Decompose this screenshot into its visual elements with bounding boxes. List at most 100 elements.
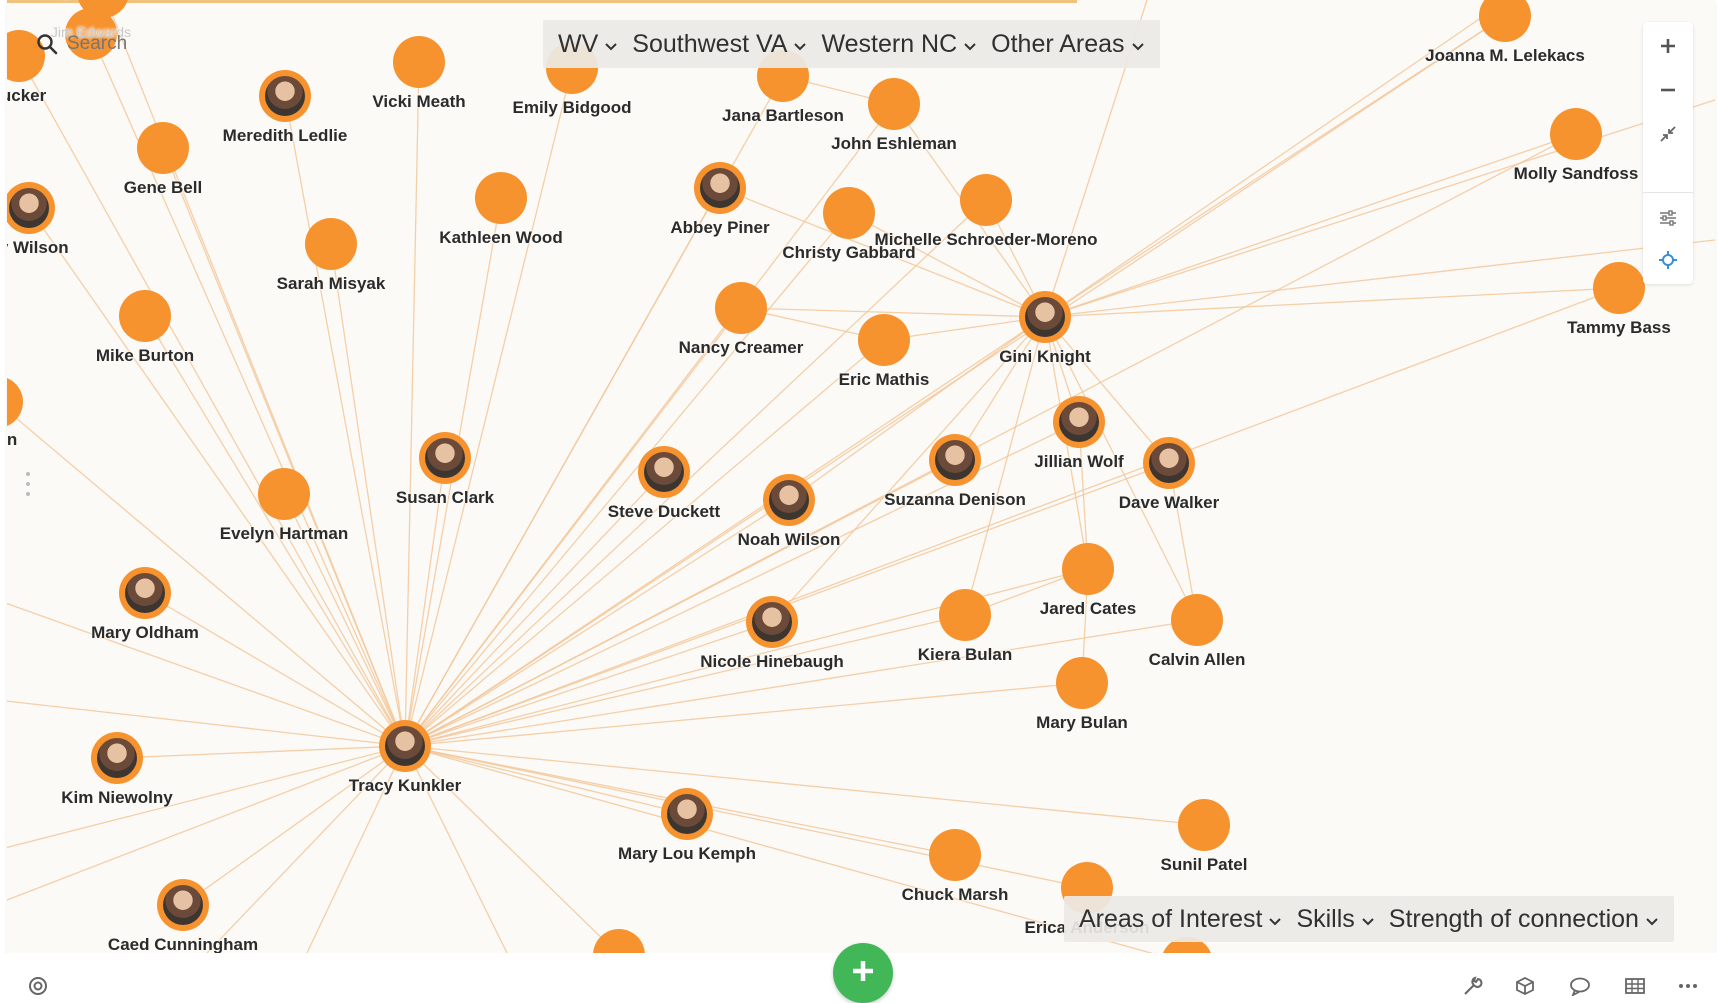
avatar[interactable] <box>259 70 311 122</box>
chevron-down-icon <box>598 30 618 59</box>
connection-line <box>7 745 406 849</box>
connection-lines <box>7 0 1715 953</box>
settings-button[interactable] <box>1643 198 1693 242</box>
avatar[interactable] <box>763 474 815 526</box>
filter-wv[interactable]: WV <box>558 30 618 59</box>
avatar[interactable] <box>379 720 431 772</box>
node-circle[interactable] <box>715 282 767 334</box>
node-circle[interactable] <box>939 589 991 641</box>
connection-line <box>144 315 406 747</box>
node-circle[interactable] <box>1479 0 1531 42</box>
chevron-down-icon <box>1639 905 1659 934</box>
node-circle[interactable] <box>823 187 875 239</box>
more-button[interactable] <box>1677 976 1699 996</box>
avatar[interactable] <box>638 446 690 498</box>
node-circle[interactable] <box>858 314 910 366</box>
node-label: Kiera Bulan <box>917 645 1013 664</box>
node-label: Steve Duckett <box>607 502 721 521</box>
node-circle[interactable] <box>1062 543 1114 595</box>
node-circle[interactable] <box>7 376 23 428</box>
connection-line <box>404 745 688 815</box>
add-element-button[interactable] <box>833 943 893 1003</box>
connection-line <box>883 316 1046 341</box>
node-circle[interactable] <box>1593 262 1645 314</box>
connection-line <box>404 457 446 747</box>
drag-handle[interactable] <box>25 470 31 498</box>
fit-view-button[interactable] <box>1643 114 1693 158</box>
avatar[interactable] <box>7 182 55 234</box>
node-circle[interactable] <box>1550 108 1602 160</box>
node-label: Sunil Patel <box>1160 855 1248 874</box>
search-input[interactable] <box>67 33 157 55</box>
avatar[interactable] <box>157 879 209 931</box>
tools-button[interactable] <box>1461 976 1483 996</box>
avatar[interactable] <box>1053 396 1105 448</box>
avatar[interactable] <box>119 567 171 619</box>
connection-line <box>206 745 406 953</box>
node-circle[interactable] <box>305 218 357 270</box>
node-label: Gene Bell <box>123 178 203 197</box>
avatar[interactable] <box>746 596 798 648</box>
avatar[interactable] <box>419 432 471 484</box>
node-label: Dave Walker <box>1118 493 1220 512</box>
comments-button[interactable] <box>1569 976 1591 997</box>
node-circle[interactable] <box>929 829 981 881</box>
avatar[interactable] <box>1019 291 1071 343</box>
filter-label: Areas of Interest <box>1079 904 1263 933</box>
profile-photo <box>1149 443 1189 483</box>
cube-button[interactable] <box>1514 976 1536 996</box>
node-label: Suzanna Denison <box>884 490 1026 509</box>
avatar[interactable] <box>91 732 143 784</box>
filter-areas-of-interest[interactable]: Areas of Interest <box>1079 905 1282 934</box>
avatar[interactable] <box>1143 437 1195 489</box>
node-circle[interactable] <box>868 78 920 130</box>
cube-icon <box>1514 976 1536 1000</box>
zoom-in-button[interactable] <box>1643 26 1693 70</box>
node-label: Tammy Bass <box>1567 318 1671 337</box>
network-map-canvas[interactable]: Megan CuvimanJim EdwardsTuckerVicki Meat… <box>7 0 1715 953</box>
node-circle[interactable] <box>137 122 189 174</box>
chevron-down-icon <box>1125 30 1145 59</box>
help-button[interactable] <box>27 976 49 996</box>
node-circle[interactable] <box>475 172 527 224</box>
connection-line <box>404 745 1154 953</box>
filter-western-nc[interactable]: Western NC <box>821 30 977 59</box>
connection-line <box>954 316 1046 461</box>
avatar[interactable] <box>694 162 746 214</box>
node-circle[interactable] <box>593 929 645 953</box>
connection-line <box>1044 0 1508 318</box>
filter-strength-of-connection[interactable]: Strength of connection <box>1389 905 1659 934</box>
connection-line <box>1044 316 1198 621</box>
avatar[interactable] <box>661 788 713 840</box>
connection-line <box>404 339 885 747</box>
node-label: Calvin Allen <box>1148 650 1246 669</box>
node-circle[interactable] <box>1178 799 1230 851</box>
avatar[interactable] <box>929 434 981 486</box>
filter-southwest-va[interactable]: Southwest VA <box>632 30 807 59</box>
connection-line <box>162 147 406 747</box>
connection-line <box>719 187 1046 318</box>
connection-line <box>771 316 1046 623</box>
node-circle[interactable] <box>1171 594 1223 646</box>
node-label: Vicki Meath <box>372 92 466 111</box>
node-circle[interactable] <box>258 468 310 520</box>
node-label: Molly Sandfoss <box>1513 164 1639 183</box>
node-circle[interactable] <box>119 290 171 342</box>
table-button[interactable] <box>1624 976 1646 996</box>
connection-line <box>848 212 1046 318</box>
search-box[interactable] <box>35 26 165 62</box>
connection-line <box>7 409 406 747</box>
zoom-out-button[interactable] <box>1643 70 1693 114</box>
connection-line <box>404 187 721 747</box>
filter-skills[interactable]: Skills <box>1296 905 1374 934</box>
node-circle[interactable] <box>1056 657 1108 709</box>
profile-photo <box>935 440 975 480</box>
focus-button[interactable] <box>1643 240 1693 284</box>
filter-other-areas[interactable]: Other Areas <box>991 30 1144 59</box>
node-circle[interactable] <box>960 174 1012 226</box>
node-circle[interactable] <box>393 36 445 88</box>
node-label: Kathleen Wood <box>439 228 563 247</box>
node-label: Christy Gabbard <box>782 243 916 262</box>
node-label: iston <box>7 430 18 449</box>
nodes-layer: Megan CuvimanJim EdwardsTuckerVicki Meat… <box>7 0 1715 953</box>
